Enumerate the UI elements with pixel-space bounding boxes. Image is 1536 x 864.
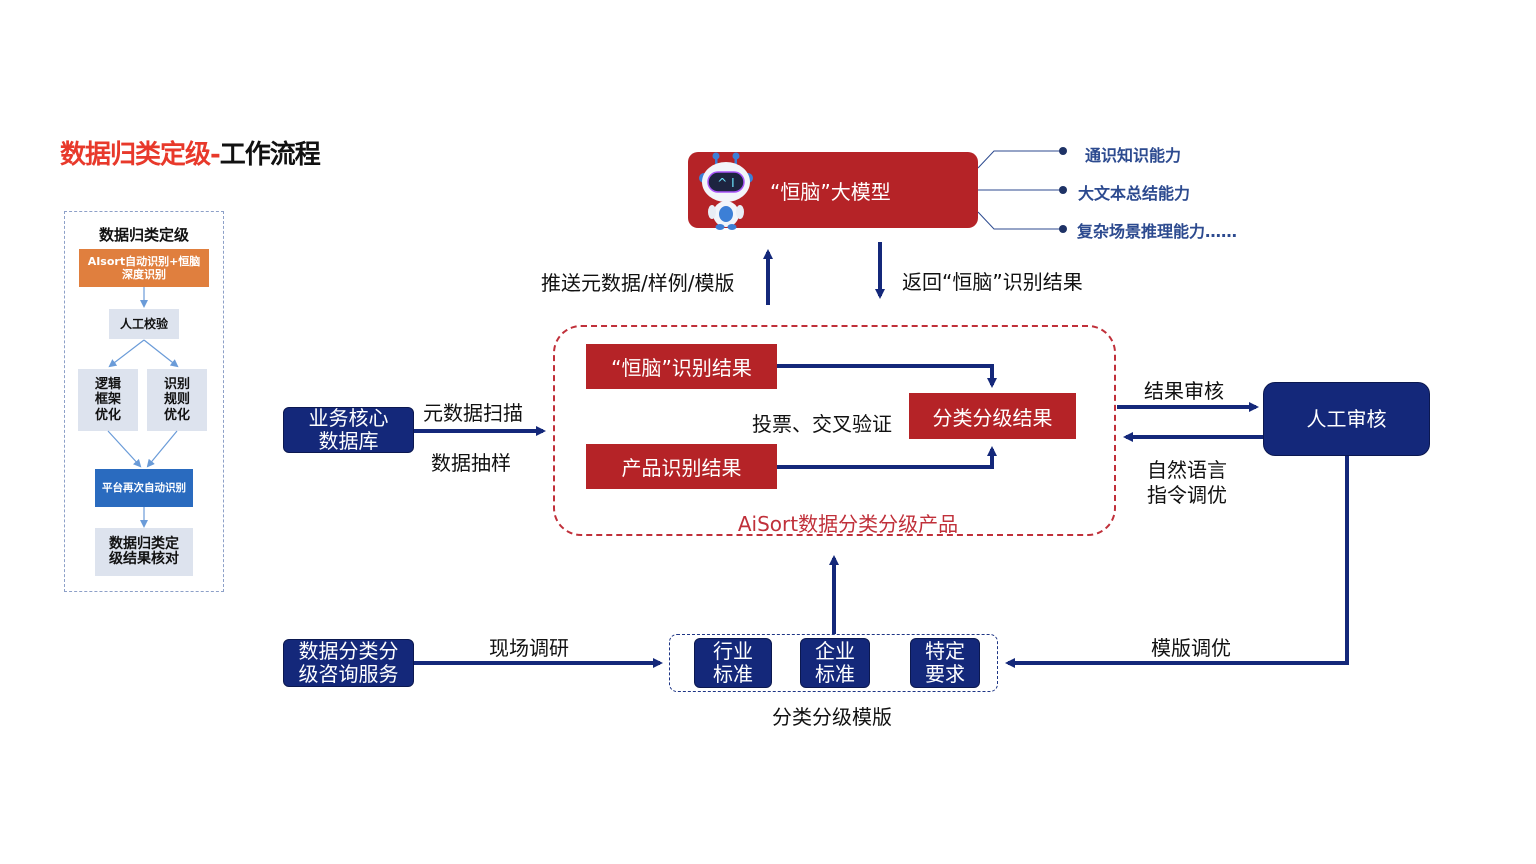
capability-branches [977, 150, 1062, 230]
template-special-label: 特定要求 [925, 639, 965, 686]
label-return: 返回“恒脑”识别结果 [902, 270, 1083, 294]
label-field-research: 现场调研 [489, 636, 569, 660]
mini-step-manual-check: 人工校验 [109, 309, 179, 339]
title-rest: 工作流程 [219, 140, 321, 170]
mini-step-logic-opt-text: 逻辑框架优化 [94, 376, 121, 423]
label-template-tune: 模版调优 [1151, 636, 1231, 660]
product-label-text: AiSort数据分类分级产品 [737, 512, 959, 536]
mini-flow-heading: 数据归类定级 [98, 226, 189, 244]
consulting-label: 数据分类分级咨询服务 [298, 639, 399, 686]
hengnao-result-box: “恒脑”识别结果 [586, 344, 777, 389]
model-name: “恒脑”大模型 [770, 179, 891, 204]
branch-3 [977, 211, 1062, 230]
manual-review-node: 人工审核 [1263, 382, 1430, 456]
capability-3: 复杂场景推理能力…… [1077, 222, 1238, 241]
mini-step-final-check: 数据归类定级结果核对 [95, 528, 193, 576]
mini-flow-arrows [107, 287, 179, 528]
arrow-template-tune [1005, 456, 1349, 668]
label-nl-tune-2: 指令调优 [1147, 483, 1227, 507]
mini-step-rule-opt: 识别规则优化 [147, 369, 207, 431]
mini-arrow-3 [143, 339, 179, 368]
template-industry-label: 行业标准 [713, 639, 753, 686]
label-vote: 投票、交叉验证 [752, 412, 892, 436]
mini-step-rule-opt-text: 识别规则优化 [163, 376, 190, 423]
svg-text:^ I: ^ I [717, 176, 734, 190]
arrow-hengnao-to-final [777, 364, 997, 388]
arrow-product-to-final [777, 446, 997, 469]
mini-arrow-5 [146, 430, 178, 468]
branch-dot-3 [1059, 225, 1067, 233]
branch-dot-2 [1059, 186, 1067, 194]
core-db-label: 业务核心数据库 [308, 406, 389, 453]
template-enterprise-label: 企业标准 [815, 639, 855, 686]
mini-step-logic-opt: 逻辑框架优化 [78, 369, 138, 431]
branch-dot-1 [1059, 147, 1067, 155]
manual-review-label: 人工审核 [1306, 406, 1387, 431]
title-highlight: 数据归类定级- [60, 140, 221, 170]
mini-step-final-check-text: 数据归类定级结果核对 [108, 535, 179, 567]
mini-flow-frame [64, 211, 224, 592]
product-frame [553, 325, 1116, 536]
template-industry: 行业标准 [694, 638, 772, 688]
final-result-box: 分类分级结果 [909, 393, 1076, 439]
branch-1 [977, 150, 1062, 169]
consulting-node: 数据分类分级咨询服务 [283, 639, 414, 687]
product-label: AiSort数据分类分级产品 [553, 508, 1143, 537]
template-enterprise: 企业标准 [800, 638, 870, 688]
core-db-node: 业务核心数据库 [283, 407, 414, 453]
label-sample: 数据抽样 [431, 451, 511, 475]
mini-step-auto-identify: AIsort自动识别+恒脑深度识别 [79, 249, 209, 287]
page-title: 数据归类定级-工作流程 [60, 134, 321, 171]
robot-mascot-icon: ^ I [699, 152, 753, 230]
template-special: 特定要求 [910, 638, 980, 688]
template-label: 分类分级模版 [772, 705, 892, 729]
label-review: 结果审核 [1144, 379, 1224, 403]
mini-arrow-4 [107, 430, 142, 468]
label-push: 推送元数据/样例/模版 [541, 271, 735, 295]
label-nl-tune-1: 自然语言 [1147, 458, 1227, 482]
mini-arrow-2 [108, 339, 145, 368]
product-result-box: 产品识别结果 [586, 444, 777, 489]
capability-1: 通识知识能力 [1085, 146, 1182, 165]
capability-2: 大文本总结能力 [1078, 184, 1191, 203]
template-frame [669, 634, 998, 692]
mini-step-re-identify: 平台再次自动识别 [95, 469, 193, 507]
label-scan: 元数据扫描 [423, 401, 523, 425]
